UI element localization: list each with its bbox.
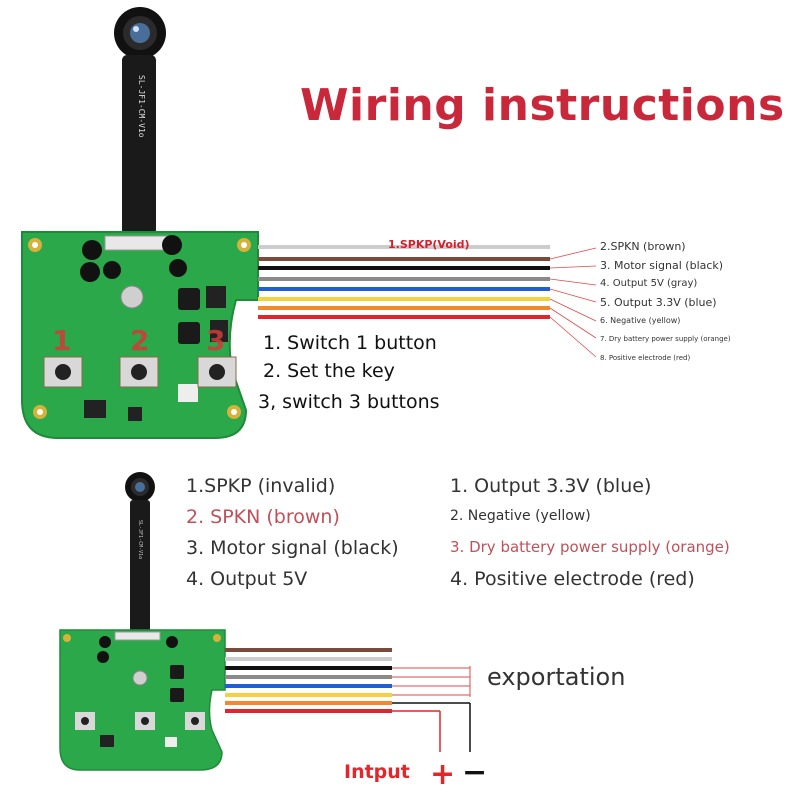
lower-left-item-3: 3. Motor signal (black) bbox=[186, 537, 399, 559]
page-title: Wiring instructions bbox=[300, 80, 785, 131]
bottom-camera-lens bbox=[125, 472, 155, 502]
top-leader-lines bbox=[549, 247, 597, 358]
wire-label-motor: 3. Motor signal (black) bbox=[600, 259, 724, 272]
top-tactile-buttons bbox=[43, 356, 237, 388]
wire-label-dry-battery: 7. Dry battery power supply (orange) bbox=[600, 335, 731, 343]
top-camera-lens bbox=[114, 7, 166, 59]
button-note-2: 2. Set the key bbox=[263, 360, 395, 382]
top-components bbox=[80, 235, 228, 421]
wire-label-positive: 8. Positive electrode (red) bbox=[600, 354, 691, 362]
lower-left-item-1: 1.SPKP (invalid) bbox=[186, 475, 336, 497]
bottom-flex-cable bbox=[130, 500, 150, 635]
button-note-3: 3, switch 3 buttons bbox=[258, 391, 440, 413]
top-wires bbox=[258, 245, 550, 319]
bottom-components bbox=[63, 631, 221, 747]
bottom-wires bbox=[225, 648, 392, 713]
button-number-2: 2 bbox=[130, 324, 149, 357]
top-module-code: SL-JF1-CM-V1o bbox=[137, 75, 146, 138]
lower-right-item-4: 4. Positive electrode (red) bbox=[450, 568, 695, 590]
wire-label-negative: 6. Negative (yellow) bbox=[600, 316, 681, 325]
input-label: Intput bbox=[344, 761, 410, 783]
button-number-1: 1 bbox=[52, 324, 71, 357]
wire-label-spkp-void: 1.SPKP(Void) bbox=[388, 238, 470, 251]
wire-label-output-5v: 4. Output 5V (gray) bbox=[600, 278, 698, 289]
bottom-module-code: SL-JF1-CM-V1o bbox=[137, 520, 143, 559]
button-note-1: 1. Switch 1 button bbox=[263, 332, 437, 354]
bottom-pcb-board bbox=[59, 629, 226, 771]
exportation-label: exportation bbox=[487, 663, 626, 691]
lower-right-item-3: 3. Dry battery power supply (orange) bbox=[450, 538, 730, 556]
button-number-3: 3 bbox=[206, 324, 225, 357]
plus-sign: + bbox=[430, 757, 455, 792]
top-mounting-holes bbox=[28, 238, 251, 419]
lower-right-item-2: 2. Negative (yellow) bbox=[450, 508, 591, 524]
top-flex-cable bbox=[122, 55, 156, 235]
lower-left-item-2: 2. SPKN (brown) bbox=[186, 506, 340, 528]
lower-left-item-4: 4. Output 5V bbox=[186, 568, 308, 590]
lower-right-item-1: 1. Output 3.3V (blue) bbox=[450, 475, 652, 497]
wire-label-output-3v3: 5. Output 3.3V (blue) bbox=[600, 296, 717, 309]
minus-sign: − bbox=[462, 755, 487, 790]
export-bracket bbox=[392, 666, 471, 697]
wire-label-spkn: 2.SPKN (brown) bbox=[600, 240, 686, 253]
